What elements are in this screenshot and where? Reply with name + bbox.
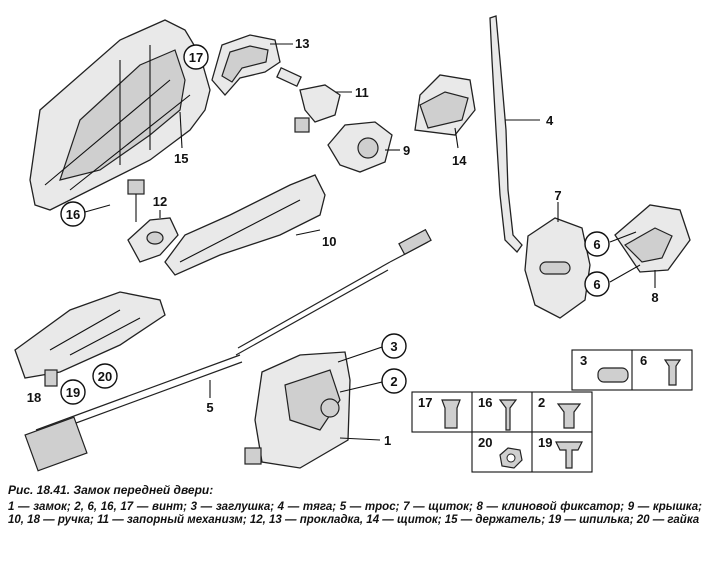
holder-part	[29, 19, 211, 222]
svg-text:3: 3	[390, 339, 397, 354]
callout-15: 15	[174, 151, 188, 166]
svg-text:5: 5	[206, 400, 213, 415]
callout-6b: 6	[584, 271, 610, 297]
callout-3: 3	[381, 333, 407, 359]
callout-11: 11	[355, 85, 369, 100]
lock-mechanism-part	[276, 66, 341, 133]
callout-6a: 6	[584, 231, 610, 257]
svg-text:6: 6	[640, 353, 647, 368]
callout-1: 1	[384, 433, 391, 448]
svg-text:6: 6	[593, 277, 600, 292]
outer-handle-part	[164, 174, 326, 276]
svg-text:17: 17	[189, 50, 203, 65]
svg-text:2: 2	[538, 395, 545, 410]
exploded-diagram: 13 17 11 9 14 4 15 16 12 10 7 6 6 8 3 2 …	[14, 15, 693, 473]
svg-text:8: 8	[651, 290, 658, 305]
svg-text:9: 9	[403, 143, 410, 158]
svg-text:20: 20	[98, 369, 112, 384]
svg-text:3: 3	[580, 353, 587, 368]
svg-text:10: 10	[322, 234, 336, 249]
callout-12: 12	[153, 194, 167, 209]
figure-legend: 1 — замок; 2, 6, 16, 17 — винт; 3 — загл…	[8, 501, 702, 526]
callout-13: 13	[295, 36, 309, 51]
svg-text:18: 18	[27, 390, 41, 405]
svg-text:6: 6	[593, 237, 600, 252]
callout-10: 10	[322, 234, 336, 249]
door-lock-part	[244, 351, 351, 469]
cover-part	[327, 121, 393, 173]
svg-text:16: 16	[478, 395, 492, 410]
callout-2: 2	[381, 368, 407, 394]
callout-19: 19	[60, 379, 86, 405]
inner-handle-part	[14, 291, 166, 387]
svg-text:19: 19	[66, 385, 80, 400]
callout-4: 4	[546, 113, 554, 128]
shield-plate-part	[524, 217, 591, 319]
callout-14: 14	[452, 153, 467, 168]
svg-text:13: 13	[295, 36, 309, 51]
svg-text:11: 11	[355, 85, 369, 100]
callout-8: 8	[651, 290, 658, 305]
svg-text:14: 14	[452, 153, 467, 168]
gasket-13-part	[211, 34, 281, 96]
rod-part	[489, 15, 523, 254]
svg-text:19: 19	[538, 435, 552, 450]
svg-text:4: 4	[546, 113, 554, 128]
callout-20: 20	[92, 363, 118, 389]
striker-part	[614, 204, 691, 273]
svg-text:12: 12	[153, 194, 167, 209]
svg-text:17: 17	[418, 395, 432, 410]
callout-17: 17	[183, 44, 209, 70]
shield-14-part	[414, 74, 476, 136]
svg-text:1: 1	[384, 433, 391, 448]
cable-part	[24, 228, 432, 472]
callout-7: 7	[554, 188, 561, 203]
svg-text:15: 15	[174, 151, 188, 166]
svg-text:2: 2	[390, 374, 397, 389]
hardware-table: 3 6 17 16 2 20 19	[411, 349, 693, 473]
gasket-12-part	[127, 217, 179, 263]
figure-title: Рис. 18.41. Замок передней двери:	[8, 483, 214, 497]
callout-16: 16	[60, 201, 86, 227]
svg-text:7: 7	[554, 188, 561, 203]
svg-text:16: 16	[66, 207, 80, 222]
callout-18: 18	[27, 390, 41, 405]
svg-text:20: 20	[478, 435, 492, 450]
callout-9: 9	[403, 143, 410, 158]
callout-5: 5	[206, 400, 213, 415]
figure-caption: Рис. 18.41. Замок передней двери: 1 — за…	[8, 484, 702, 527]
